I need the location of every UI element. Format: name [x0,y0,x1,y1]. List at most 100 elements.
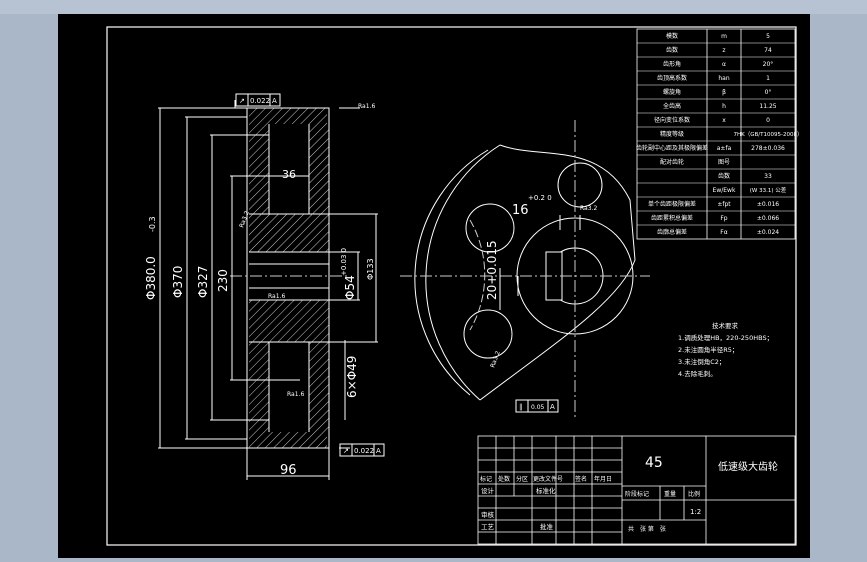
gear-row-name: 齿形角 [663,60,681,68]
part-name: 低速级大齿轮 [718,460,778,473]
arrow-icon: ↗ [239,97,245,105]
tech-req-item-2: 2.未注圆角半径R5； [678,345,738,354]
gear-row-symbol: β [722,89,726,96]
gear-row-value: 7HK（GB/T10095-2008） [734,131,803,138]
gear-row-name: 齿轮副中心距及其极限偏差 [636,144,708,152]
gear-row-name: 齿廓总偏差 [657,228,687,236]
tb-h-date: 年月日 [594,475,612,483]
tb-stage: 阶段标记 [625,490,649,498]
holes-dim: 6×Φ49 [345,356,359,398]
tb-scale-value: 1:2 [690,508,701,516]
title-block [477,435,796,545]
gear-row-name: 径向变位系数 [654,116,690,124]
gear-row-value: 0 [766,117,770,124]
gear-row-symbol: 齿数 [718,172,730,180]
gear-row-value: 74 [764,47,772,54]
od-327-dim: Φ327 [196,266,210,298]
tb-check: 审核 [481,510,495,519]
gear-row-symbol: z [722,47,725,54]
gear-row-name: 齿距累积总偏差 [651,214,693,222]
gear-row-value: 5 [766,33,770,40]
tb-design: 设计 [481,486,495,495]
drawing-frame [106,26,797,546]
bore-dim: Φ54 [343,275,357,300]
tb-sheets: 共 张 第 张 [628,525,666,533]
gdt-runout-top: ↗ 0.022 A [235,93,281,107]
hub-outline [479,144,636,401]
material-label: 45 [645,455,663,471]
gear-row-symbol: α [722,61,726,68]
top-strip [0,0,867,14]
drawing-sheet [58,14,810,558]
gear-row-symbol: 图号 [718,159,730,166]
svg-text:Ra3.2: Ra3.2 [580,205,597,212]
tb-scale: 比例 [688,490,700,498]
tb-h-zone: 分区 [516,475,528,483]
key-16-dim: 16 [512,203,529,218]
gdt-runout-bottom: ↗ 0.022 A [339,443,385,457]
gear-row-value: ±0.066 [757,215,779,222]
arrow-icon: ↗ [343,447,349,455]
key-tol: +0.2 0 [528,194,552,202]
od-tol: -0.3 [148,216,157,232]
od-370-dim: Φ370 [171,266,185,298]
svg-text:Ra1.6: Ra1.6 [268,293,285,300]
svg-text:Ra1.6: Ra1.6 [287,391,304,398]
gear-outer-arc [425,144,501,401]
gdt-parallel: ∥ 0.05 A [515,399,559,413]
gear-row-name: 齿顶高系数 [657,74,687,82]
gear-row-symbol: han [718,75,729,82]
gear-row-name: 精度等级 [660,130,684,138]
svg-text:0.05: 0.05 [531,404,545,411]
width-dim: 96 [280,463,297,478]
gear-row-name: 螺旋角 [663,88,681,96]
tb-h-mark: 标记 [480,475,492,483]
bore-tol: +0.03 0 [340,248,348,276]
gear-row-name: 模数 [666,32,678,40]
gear-row-symbol: h [722,103,726,110]
gear-row-value: ±0.016 [757,201,779,208]
gear-row-symbol: x [722,117,726,124]
section-view [158,100,378,480]
lightening-hole-lower [463,309,513,359]
gear-row-name: 齿数 [666,46,678,54]
gear-row-symbol: Ew/Ewk [713,187,736,194]
front-view [400,120,650,420]
tech-req-item-1: 1.调质处理HB，220-250HBS； [678,333,773,342]
svg-text:Ra1.6: Ra1.6 [358,103,375,110]
gear-row-symbol: a±fa [717,145,732,152]
tech-req-item-3: 3.未注倒角C2； [678,357,725,366]
gear-row-name: 全齿高 [663,102,681,110]
svg-text:A: A [272,97,277,105]
tb-std: 标准化 [536,486,556,495]
tb-process: 工艺 [481,523,495,531]
gear-row-name: 单个齿距极限偏差 [648,200,696,208]
tb-weight: 重量 [664,490,676,498]
key-depth-dim: 20+0.015 [485,240,499,300]
parallel-icon: ∥ [519,403,523,411]
svg-text:A: A [376,447,381,455]
gear-row-name: 配对齿轮 [660,158,684,166]
gear-row-value: 33 [764,173,772,180]
gear-row-symbol: Fp [720,215,727,222]
tb-approve: 批准 [540,522,554,531]
gear-row-value: 11.25 [759,103,776,110]
gear-row-symbol: m [721,33,727,40]
gear-row-value: (W 33.1) 公差 [750,186,787,194]
svg-text:0.022: 0.022 [354,447,374,455]
gear-row-symbol: Fα [720,229,727,236]
tech-req-title: 技术要求 [712,321,739,330]
gear-row-value: 1 [766,75,770,82]
od-main-dim: Φ380.0 [144,256,158,300]
gear-row-value: ±0.024 [757,229,779,236]
lightening-hole-upper [465,203,515,253]
hub-36-dim: 36 [282,168,296,181]
gear-row-symbol: ±fpt [717,201,731,208]
tb-h-change: 更改文件号 [533,475,563,483]
tb-h-sign: 签名 [575,475,587,483]
tech-req-item-4: 4.去除毛刺。 [678,369,717,378]
tb-h-count: 处数 [498,475,510,483]
gear-row-value: 0° [765,89,772,96]
